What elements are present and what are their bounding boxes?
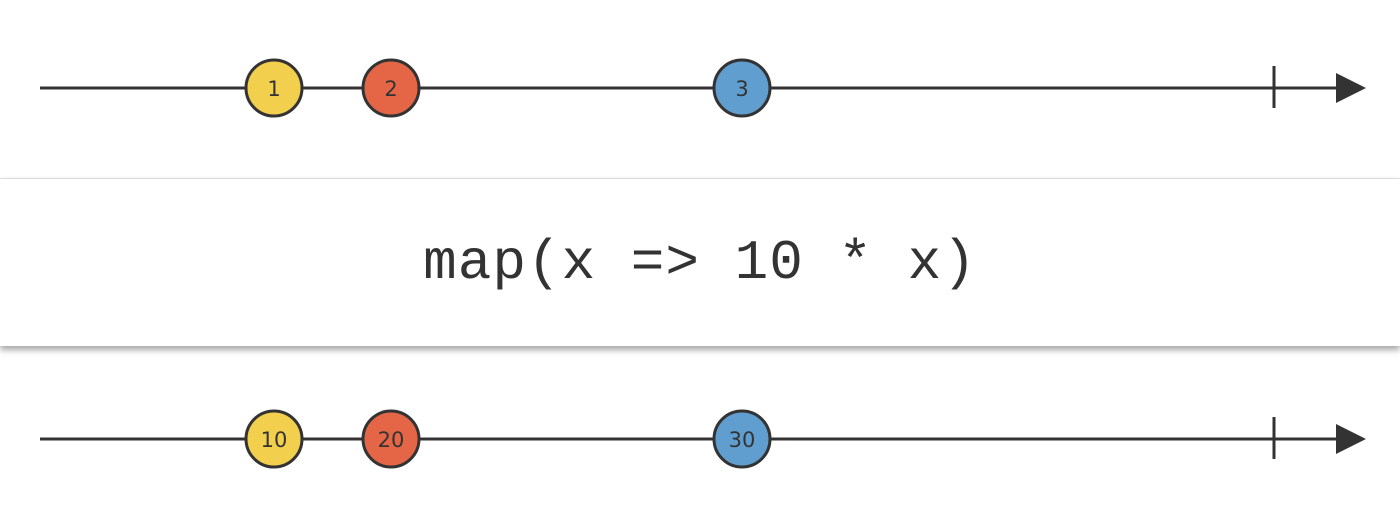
input-stream-marbles: 1 2 3 (244, 58, 772, 118)
output-marble: 20 (361, 409, 421, 469)
input-marble-circle (361, 58, 421, 118)
input-marble-label: 2 (384, 77, 397, 101)
output-marble-circle (361, 409, 421, 469)
output-marble: 30 (712, 409, 772, 469)
input-marble-label: 3 (735, 77, 748, 101)
input-marble-label: 1 (267, 77, 280, 101)
operator-label: map(x => 10 * x) (423, 230, 977, 295)
input-marble: 2 (361, 58, 421, 118)
output-stream-arrowhead (1336, 424, 1366, 454)
output-marble-circle (712, 409, 772, 469)
input-stream-arrowhead (1336, 73, 1366, 103)
input-marble: 3 (712, 58, 772, 118)
input-marble: 1 (244, 58, 304, 118)
output-marble-circle (244, 409, 304, 469)
output-marble-label: 10 (261, 428, 288, 452)
input-marble-circle (244, 58, 304, 118)
operator-box: map(x => 10 * x) (0, 178, 1400, 346)
output-stream-svg: 10 20 30 (40, 409, 1366, 469)
output-marble-label: 20 (378, 428, 405, 452)
output-marble: 10 (244, 409, 304, 469)
input-stream-timeline: 1 2 3 (0, 28, 1400, 148)
output-stream-marbles: 10 20 30 (244, 409, 772, 469)
input-stream-svg: 1 2 3 (40, 58, 1366, 118)
output-stream-timeline: 10 20 30 (0, 379, 1400, 499)
output-marble-label: 30 (729, 428, 756, 452)
input-marble-circle (712, 58, 772, 118)
